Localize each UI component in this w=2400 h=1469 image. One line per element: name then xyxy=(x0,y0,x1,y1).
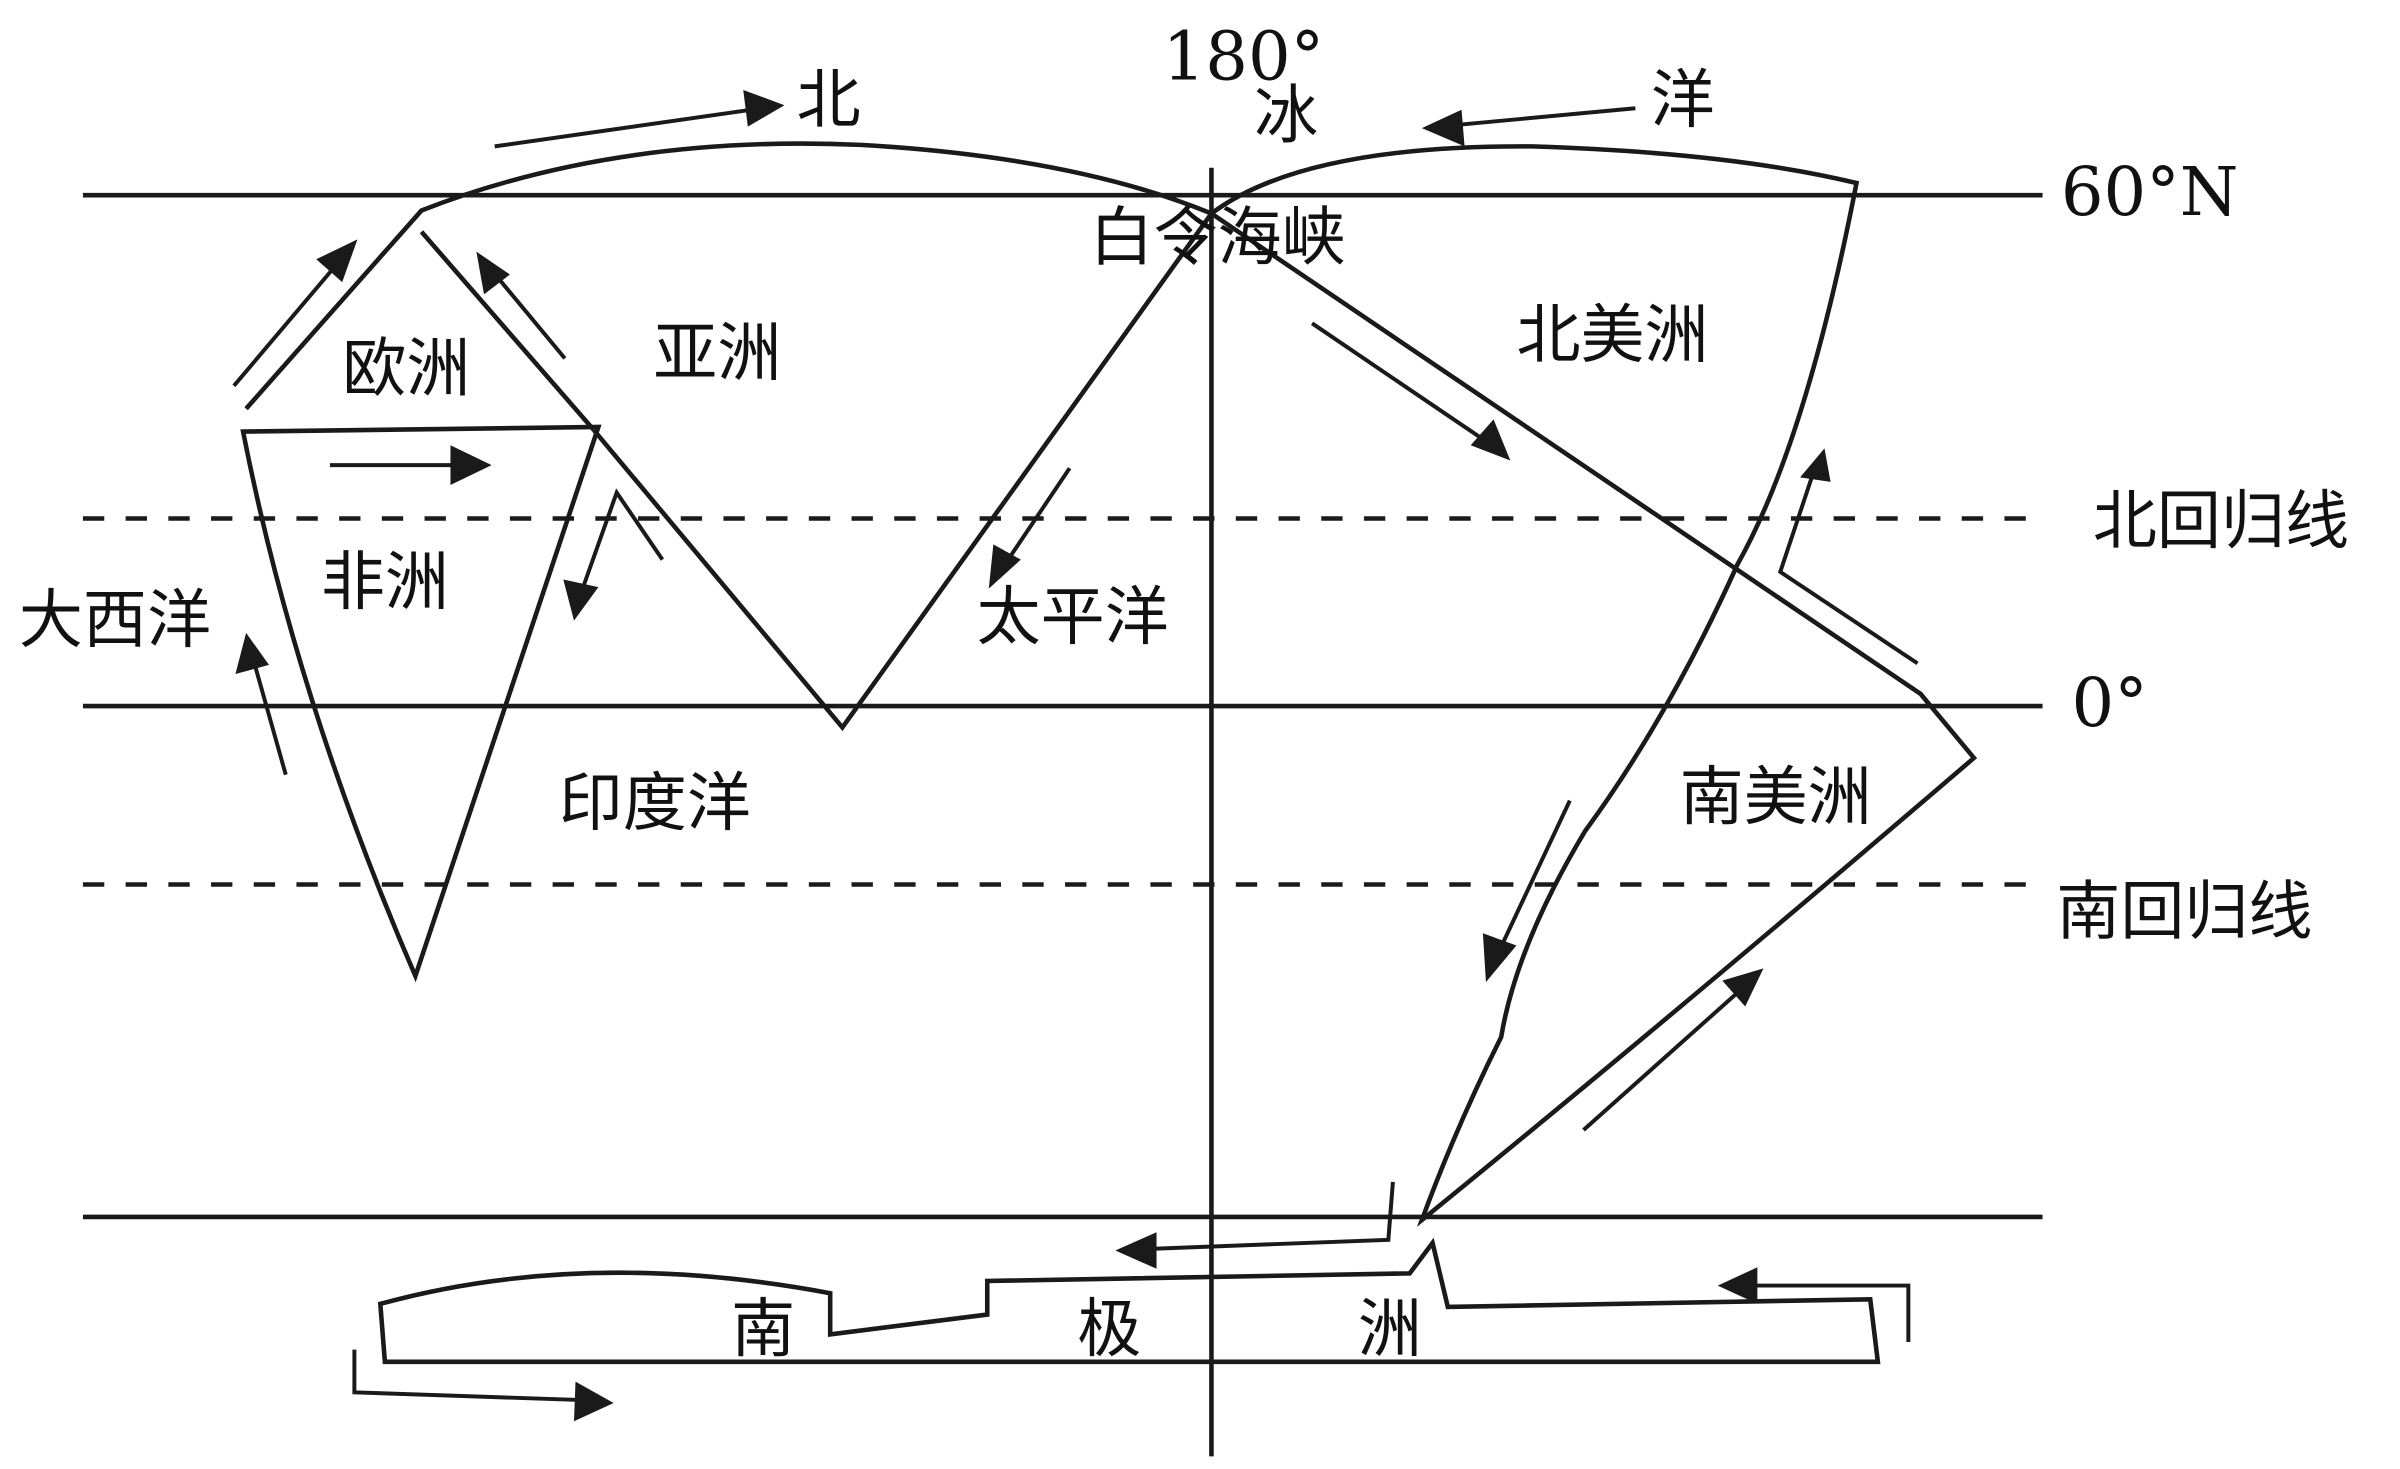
current-arrow-antarctic-east-left xyxy=(352,1349,614,1422)
asia-label: 亚洲 xyxy=(653,317,781,391)
tropic-of-cancer-label: 北回归线 xyxy=(2093,485,2349,559)
tropic-of-capricorn-label: 南回归线 xyxy=(2056,875,2312,949)
antarctica-label-1: 南 xyxy=(731,1293,795,1367)
meridian-180-label: 180° xyxy=(1163,17,1325,95)
antarctica-label-3: 洲 xyxy=(1358,1293,1422,1367)
current-arrow-europe-west-coast xyxy=(232,239,358,388)
current-arrow-north-africa-east xyxy=(329,445,492,485)
current-arrow-north-america-east xyxy=(1777,448,1919,666)
current-arrow-south-america-east xyxy=(1582,968,1764,1132)
indian-ocean-label: 印度洋 xyxy=(559,767,751,841)
current-arrow-antarctic-west xyxy=(1115,1181,1395,1269)
pacific-ocean-label: 太平洋 xyxy=(977,581,1169,655)
arctic-ocean-label-3: 洋 xyxy=(1651,64,1715,138)
arctic-ocean-label-2: 冰 xyxy=(1254,79,1318,153)
africa-label: 非洲 xyxy=(321,546,449,620)
current-arrow-arctic-west xyxy=(1421,106,1636,147)
north-america-label: 北美洲 xyxy=(1516,299,1708,373)
north-america-outline xyxy=(1210,144,1978,1228)
antarctica-outline xyxy=(377,1237,1881,1365)
europe-label: 欧洲 xyxy=(342,332,470,406)
eurasia-outline xyxy=(244,141,1215,732)
current-arrow-europe-asia xyxy=(476,251,567,360)
arctic-ocean-label-1: 北 xyxy=(797,64,861,138)
current-arrow-arctic-east xyxy=(494,89,785,149)
latitude-60n-label: 60°N xyxy=(2061,153,2239,231)
bering-strait-label: 白令海峡 xyxy=(1089,201,1345,275)
current-arrow-east-africa-south xyxy=(563,488,665,621)
south-america-label: 南美洲 xyxy=(1680,761,1872,835)
antarctica-label-2: 极 xyxy=(1077,1293,1141,1367)
current-arrow-south-america-west xyxy=(1482,799,1572,983)
europe-asia-boundary xyxy=(419,230,596,432)
equator-label: 0° xyxy=(2072,664,2148,742)
africa-outline xyxy=(240,424,602,983)
current-arrow-north-america-west xyxy=(1310,321,1511,461)
current-arrow-west-africa-north xyxy=(235,632,288,776)
current-arrow-antarctic-west-right xyxy=(1717,1267,1911,1342)
current-arrow-asia-east-coast xyxy=(988,467,1072,589)
atlantic-ocean-label: 大西洋 xyxy=(19,584,211,658)
